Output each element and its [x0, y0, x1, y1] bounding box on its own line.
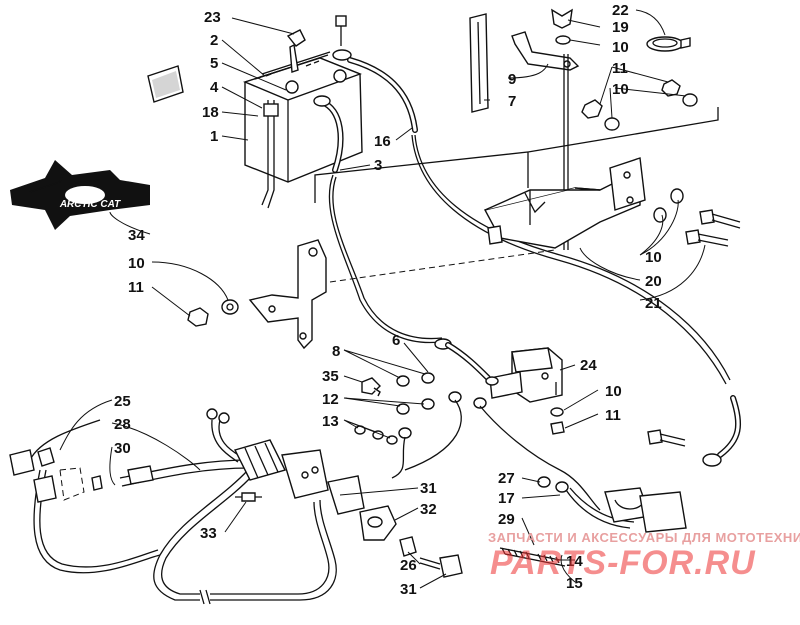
callout-31-a: 31: [420, 480, 437, 497]
tray-bolts: [653, 188, 741, 247]
harness-connector: [233, 439, 365, 515]
solenoid-wire-1: [404, 399, 462, 471]
callout-12: 12: [322, 391, 339, 408]
callout-11-c: 11: [128, 279, 144, 296]
callout-16: 16: [374, 133, 391, 150]
leader-lines: [59, 9, 706, 589]
callout-10-c: 10: [128, 255, 145, 272]
short-cable: [434, 338, 499, 386]
callout-34: 34: [128, 227, 145, 244]
callout-15: 15: [566, 575, 583, 592]
ring-terminals: [206, 408, 230, 424]
callout-3: 3: [374, 157, 382, 174]
callout-13: 13: [322, 413, 339, 430]
callout-24: 24: [580, 357, 597, 374]
upper-fasteners: [581, 79, 698, 131]
callout-29: 29: [498, 511, 515, 528]
callout-26: 26: [400, 557, 417, 574]
negative-cable: [313, 95, 443, 344]
callout-6: 6: [392, 332, 400, 349]
wiring-harness: [29, 419, 337, 605]
battery: [242, 51, 363, 183]
callout-25: 25: [114, 393, 131, 410]
callout-27: 27: [498, 470, 515, 487]
lower-bolt: [647, 429, 686, 447]
callout-32: 32: [420, 501, 437, 518]
callout-10-b: 10: [612, 81, 629, 98]
callout-17: 17: [498, 490, 515, 507]
callout-4: 4: [210, 79, 219, 96]
brand-logo: ARCTIC CAT: [10, 160, 150, 230]
hose-clamp: [646, 36, 691, 52]
solenoid-wire-2: [479, 405, 561, 471]
watermark-site: PARTS-FOR.RU: [490, 544, 756, 582]
callout-8: 8: [332, 343, 340, 360]
callout-labels: 23 2 5 4 18 1 3 16 7 9 22 19 10 11 10 34…: [114, 2, 662, 598]
starter-wiring: [499, 469, 687, 567]
alignment-line: [329, 249, 556, 283]
watermark-tagline: ЗАПЧАСТИ И АКСЕССУАРЫ ДЛЯ МОТОТЕХНИКИ: [488, 530, 800, 545]
callout-10-d: 10: [645, 249, 662, 266]
callout-33: 33: [200, 525, 217, 542]
callout-7: 7: [508, 93, 516, 110]
callout-5: 5: [210, 55, 218, 72]
callout-28: 28: [114, 416, 131, 433]
mount-outline: [314, 107, 719, 203]
callout-35: 35: [322, 368, 339, 385]
frame-bracket: [248, 239, 327, 350]
callout-31-b: 31: [400, 581, 417, 598]
callout-22: 22: [612, 2, 629, 19]
callout-14: 14: [566, 553, 583, 570]
callout-2: 2: [210, 32, 218, 49]
diode: [235, 492, 262, 502]
callout-23: 23: [204, 9, 221, 26]
callout-9: 9: [508, 71, 516, 88]
battery-strap: [261, 100, 279, 209]
left-fasteners: [187, 299, 239, 327]
solenoid: [489, 347, 565, 435]
callout-21: 21: [645, 295, 662, 312]
wing-nut: [551, 8, 573, 45]
callout-19: 19: [612, 19, 629, 36]
left-connectors: [9, 447, 154, 503]
callout-10-a: 10: [612, 39, 629, 56]
callout-18: 18: [202, 104, 219, 121]
callout-11-e: 11: [605, 407, 621, 424]
positive-cable: [347, 57, 742, 467]
solenoid-wire-3: [391, 436, 406, 479]
battery-bolt: [332, 15, 352, 61]
key-switch: [359, 505, 463, 578]
hold-down-strap: [469, 13, 489, 113]
callout-20: 20: [645, 273, 662, 290]
callout-10-e: 10: [605, 383, 622, 400]
callout-1: 1: [210, 128, 218, 145]
battery-decal: [147, 65, 184, 103]
battery-tray: [483, 157, 646, 249]
callout-30: 30: [114, 440, 131, 457]
hardware-stack: [354, 372, 487, 445]
logo-text: ARCTIC CAT: [59, 199, 121, 210]
watermark: ЗАПЧАСТИ И АКСЕССУАРЫ ДЛЯ МОТОТЕХНИКИ PA…: [488, 530, 800, 582]
callout-11-a: 11: [612, 60, 628, 77]
